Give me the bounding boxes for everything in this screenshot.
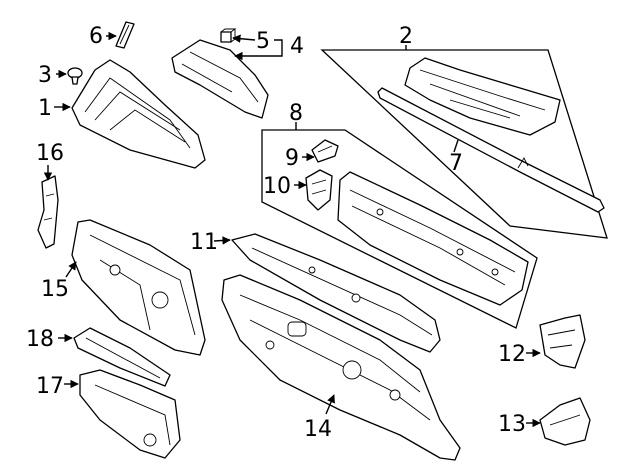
- part-10-bracket: [305, 169, 333, 211]
- part-17-insulator: [79, 369, 181, 459]
- callout-6: 6: [89, 24, 103, 49]
- part-18-strip: [73, 327, 171, 387]
- part-9-bracket: [311, 139, 339, 163]
- part-7-weatherstrip: [377, 87, 605, 213]
- callout-13: 13: [498, 412, 526, 437]
- part-3-clip: [67, 67, 83, 85]
- callout-3: 3: [38, 63, 52, 88]
- callout-4: 4: [290, 34, 304, 59]
- part-5-nut: [220, 28, 237, 43]
- callout-15: 15: [41, 277, 69, 302]
- callout-17: 17: [36, 374, 64, 399]
- part-6-seal: [115, 21, 135, 49]
- callout-5: 5: [256, 29, 270, 54]
- part-16-bracket: [37, 175, 59, 249]
- callout-14: 14: [304, 417, 332, 442]
- cowl-assembly-group-box: [261, 129, 538, 329]
- part-4-cowl-side-panel: [171, 39, 269, 119]
- part-11-cross-member: [231, 233, 441, 353]
- part-13-bracket: [539, 397, 591, 446]
- callout-labels: 1 2 3 4 5 6 7 8 9 10 11 12 13 14 15 16 1…: [26, 24, 526, 442]
- callout-2: 2: [399, 24, 413, 49]
- callout-1: 1: [38, 96, 52, 121]
- callout-12: 12: [498, 342, 526, 367]
- callout-7: 7: [449, 151, 463, 176]
- callout-9: 9: [285, 146, 299, 171]
- callout-10: 10: [263, 174, 291, 199]
- leader-lines: [43, 31, 541, 428]
- part-1-cowl-top-panel: [71, 59, 206, 169]
- callout-8: 8: [289, 101, 303, 126]
- part-2-cowl-panel: [404, 57, 561, 136]
- part-14-dash-panel: [221, 274, 461, 461]
- callout-11: 11: [190, 230, 218, 255]
- callout-16: 16: [36, 141, 64, 166]
- part-8-cowl-assembly-panel: [337, 171, 529, 306]
- part-15-dash-insulator: [71, 219, 206, 356]
- callout-18: 18: [26, 327, 54, 352]
- part-12-bracket: [539, 314, 586, 369]
- cowl-panel-group-box: [320, 49, 608, 239]
